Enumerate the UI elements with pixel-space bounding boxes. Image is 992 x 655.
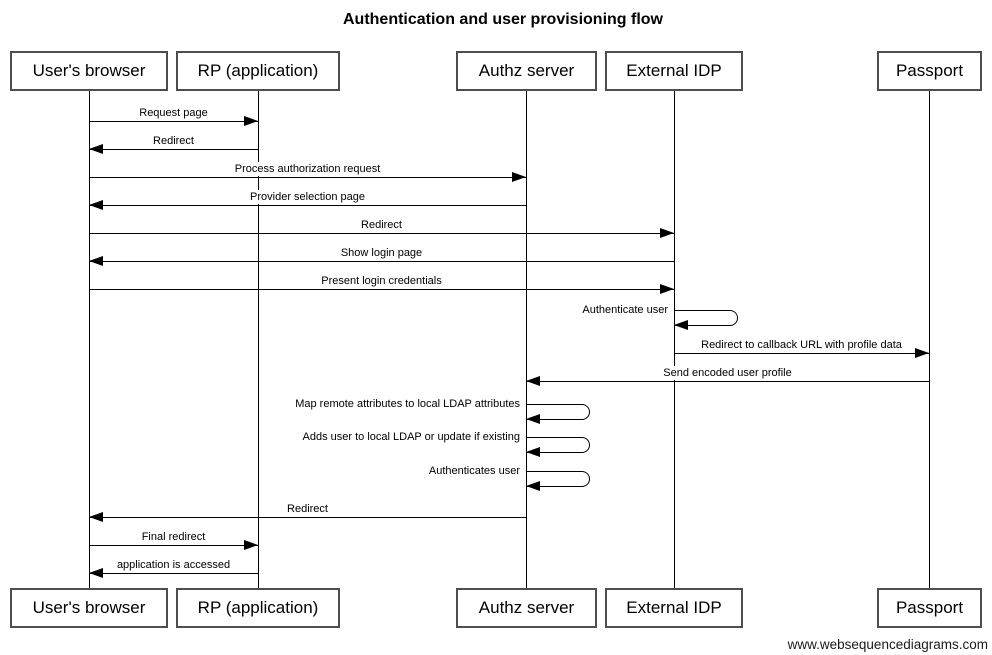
message-line-4 (89, 233, 674, 234)
arrowhead-right-icon (244, 116, 258, 126)
arrowhead-left-icon (89, 256, 103, 266)
arrowhead-right-icon (915, 348, 929, 358)
message-line-5 (89, 261, 674, 262)
lifeline-rp-application (258, 91, 259, 588)
actor-label-rp-application: RP (application) (197, 598, 319, 617)
actor-box-bottom-rp-application: RP (application) (176, 588, 340, 628)
actor-box-top-passport: Passport (877, 51, 982, 91)
actor-box-bottom-authz-server: Authz server (456, 588, 597, 628)
message-line-0 (89, 121, 258, 122)
actor-label-users-browser: User's browser (32, 61, 146, 80)
message-label-3: Provider selection page (247, 190, 368, 204)
message-line-1 (89, 149, 258, 150)
actor-box-bottom-passport: Passport (877, 588, 982, 628)
message-line-8 (674, 353, 929, 354)
message-label-13: Redirect (284, 502, 331, 516)
message-label-4: Redirect (358, 218, 405, 232)
lifeline-external-idp (674, 91, 675, 588)
actor-label-authz-server: Authz server (478, 61, 575, 80)
lifeline-authz-server (526, 91, 527, 588)
message-label-12: Authenticates user (425, 464, 523, 478)
watermark: www.websequencediagrams.com (787, 637, 988, 652)
arrowhead-left-icon (89, 144, 103, 154)
actor-box-top-users-browser: User's browser (10, 51, 168, 91)
self-loop-7 (674, 310, 738, 326)
actor-label-users-browser: User's browser (32, 598, 146, 617)
message-label-2: Process authorization request (231, 162, 384, 176)
diagram-title: Authentication and user provisioning flo… (342, 11, 663, 28)
message-line-3 (89, 205, 526, 206)
arrowhead-left-icon (526, 414, 540, 424)
message-label-6: Present login credentials (318, 274, 445, 288)
arrowhead-left-icon (89, 568, 103, 578)
message-label-15: application is accessed (113, 558, 234, 572)
self-loop-11 (526, 437, 590, 453)
actor-label-authz-server: Authz server (478, 598, 575, 617)
message-label-9: Send encoded user profile (660, 366, 795, 380)
actor-box-bottom-users-browser: User's browser (10, 588, 168, 628)
message-line-15 (89, 573, 258, 574)
message-label-7: Authenticate user (579, 303, 671, 317)
message-line-14 (89, 545, 258, 546)
message-label-10: Map remote attributes to local LDAP attr… (292, 397, 523, 411)
arrowhead-left-icon (89, 512, 103, 522)
actor-label-external-idp: External IDP (626, 61, 722, 80)
arrowhead-left-icon (674, 320, 688, 330)
message-label-0: Request page (136, 106, 211, 120)
message-label-5: Show login page (337, 246, 426, 260)
message-line-13 (89, 517, 526, 518)
lifeline-users-browser (89, 91, 90, 588)
arrowhead-left-icon (89, 200, 103, 210)
actor-box-top-authz-server: Authz server (456, 51, 597, 91)
actor-label-passport: Passport (895, 598, 964, 617)
self-loop-10 (526, 404, 590, 420)
arrowhead-right-icon (660, 228, 674, 238)
message-label-1: Redirect (150, 134, 197, 148)
actor-label-rp-application: RP (application) (197, 61, 319, 80)
arrowhead-right-icon (660, 284, 674, 294)
message-label-11: Adds user to local LDAP or update if exi… (299, 430, 523, 444)
message-line-2 (89, 177, 526, 178)
actor-label-external-idp: External IDP (626, 598, 722, 617)
arrowhead-left-icon (526, 447, 540, 457)
actor-box-top-rp-application: RP (application) (176, 51, 340, 91)
message-line-6 (89, 289, 674, 290)
actor-label-passport: Passport (895, 61, 964, 80)
arrowhead-left-icon (526, 481, 540, 491)
message-line-9 (526, 381, 929, 382)
lifeline-passport (929, 91, 930, 588)
arrowhead-right-icon (244, 540, 258, 550)
message-label-14: Final redirect (138, 530, 209, 544)
arrowhead-right-icon (512, 172, 526, 182)
self-loop-12 (526, 471, 590, 487)
actor-box-top-external-idp: External IDP (605, 51, 743, 91)
actor-box-bottom-external-idp: External IDP (605, 588, 743, 628)
arrowhead-left-icon (526, 376, 540, 386)
message-label-8: Redirect to callback URL with profile da… (698, 338, 905, 352)
